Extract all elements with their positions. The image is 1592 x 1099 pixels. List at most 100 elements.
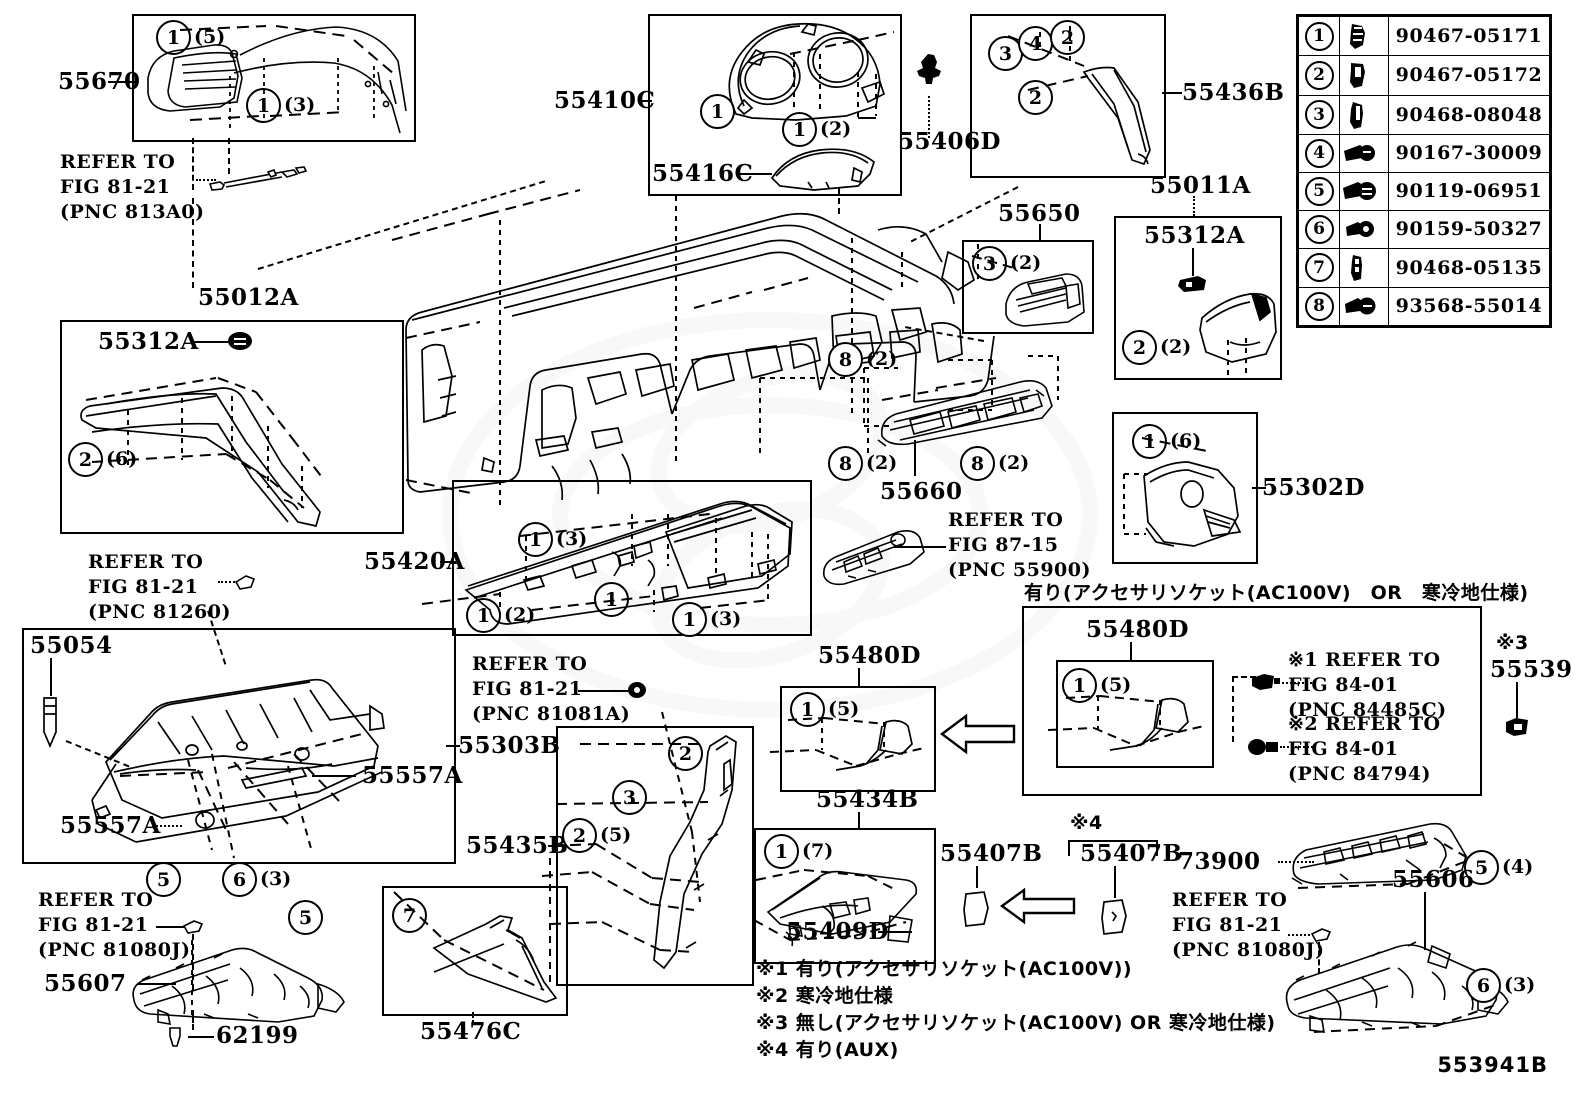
refer-line: REFER TO: [38, 889, 154, 911]
callout-qty: (3): [556, 528, 588, 550]
bracket-55480D-left-drawing: [769, 716, 928, 782]
part-label-55012A: 55012A: [198, 284, 299, 311]
leader-dash: [192, 138, 194, 190]
callout-1: 1: [518, 522, 553, 557]
refer-line: FIG 87-15: [948, 534, 1059, 556]
refer-line: REFER TO: [1172, 889, 1288, 911]
callout-qty: (3): [284, 94, 316, 116]
callout-1: 1: [672, 602, 707, 637]
refer-line: REFER TO: [88, 551, 204, 573]
legend-ref-6: 6: [1304, 214, 1334, 244]
cap-55407B-b-icon: [1098, 896, 1132, 935]
panel-box-55435B: [556, 726, 754, 986]
legend-ref-4: 4: [1304, 138, 1334, 168]
legend-part-no: 90167-30009: [1388, 133, 1550, 173]
callout-1: 1: [782, 112, 817, 147]
refer-line: (PNC 81260): [88, 601, 231, 623]
callout-5: 5: [1464, 850, 1499, 885]
panel-box-55011A: [1114, 216, 1282, 380]
table-row: 8 93568-55014: [1298, 286, 1550, 327]
callout-4: 4: [1018, 26, 1053, 61]
part-label-73900: 73900: [1178, 848, 1261, 875]
callout-qty: (4): [1502, 856, 1534, 878]
part-label-55436B: 55436B: [1182, 79, 1285, 106]
legend-part-no: 93568-55014: [1388, 286, 1550, 327]
leader-line: [894, 546, 946, 548]
leader-dot: [218, 581, 238, 583]
leader-dot: [1288, 934, 1314, 936]
callout-qty: (2): [866, 348, 898, 370]
jp-note-3: ※3 無し(アクセサリソケット(AC100V) OR 寒冷地仕様): [756, 1012, 1276, 1034]
legend-ref-1: 1: [1304, 21, 1334, 51]
leader-line: [858, 812, 860, 828]
callout-qty: (7): [802, 840, 834, 862]
refer-line: REFER TO: [60, 151, 176, 173]
leader-dot: [472, 1012, 476, 1022]
leader-dash: [1318, 942, 1320, 974]
panel-55434B-drawing: [753, 846, 938, 952]
callout-2: 2: [68, 442, 103, 477]
leader-line: [188, 1036, 214, 1038]
legend-ref-5: 5: [1304, 176, 1334, 206]
garnish-55012A-drawing: [72, 340, 392, 528]
part-label-55312A-left: 55312A: [98, 328, 199, 355]
refer-line: (PNC 55900): [948, 559, 1091, 581]
legend-ref-3: 3: [1304, 100, 1334, 130]
arrow-left-icon: [999, 884, 1078, 928]
register-55660-drawing: [863, 355, 1059, 452]
part-label-55650: 55650: [998, 200, 1081, 227]
leader-line: [1252, 487, 1266, 489]
bracket-55480D-right-drawing: [1047, 692, 1206, 762]
leader-dot: [1193, 196, 1197, 216]
callout-2: 2: [668, 736, 703, 771]
vent-55670-drawing: [138, 18, 410, 136]
instrument-panel-main-drawing: [391, 189, 1012, 510]
glovebox-55303B-drawing: [70, 650, 436, 859]
refer-note-8: ※2 REFER TO FIG 84-01 (PNC 84794): [1288, 712, 1441, 787]
leader-dot: [152, 825, 182, 827]
garnish-55436B-drawing: [1007, 26, 1162, 170]
cluster-55410C-drawing: [652, 18, 896, 150]
leader-line: [50, 658, 52, 696]
jp-note-4: ※4 有り(AUX): [756, 1039, 899, 1061]
part-label-55476C: 55476C: [420, 1018, 522, 1045]
cover-55302D-drawing: [1123, 437, 1250, 556]
callout-8: 8: [828, 342, 863, 377]
legend-part-no: 90159-50327: [1388, 209, 1550, 249]
leader-line: [1162, 92, 1182, 94]
refer-note-7: ※1 REFER TO FIG 84-01 (PNC 84485C): [1288, 648, 1447, 723]
leader-dot: [928, 96, 932, 138]
garnish-55435B-drawing: [541, 711, 746, 984]
socket-84485C-icon: [1248, 670, 1282, 692]
refer-line: (PNC 81080J): [1172, 939, 1325, 961]
legend-part-no: 90467-05172: [1388, 55, 1550, 96]
part-label-55407B-b: 55407B: [1080, 840, 1183, 867]
cap-55539-icon: [1502, 716, 1532, 738]
screw-icon: [1339, 133, 1389, 173]
jp-note-1: ※1 有り(アクセサリソケット(AC100V)): [756, 958, 1133, 980]
bracket: [1068, 840, 1158, 856]
legend-part-no: 90467-05171: [1388, 15, 1550, 57]
panel-box-accessory-socket: [1022, 606, 1482, 796]
refer-line: FIG 81-21: [472, 678, 583, 700]
leader-line: [446, 745, 460, 747]
legend-ref-7: 7: [1304, 253, 1334, 283]
callout-qty: (3): [260, 868, 292, 890]
part-label-55480D-right: 55480D: [1086, 616, 1189, 643]
clip-icon: [1339, 15, 1389, 57]
callout-qty: (3): [710, 608, 742, 630]
refer-line: FIG 81-21: [1172, 914, 1283, 936]
leader-line: [108, 81, 138, 83]
refer-note-1: REFER TO FIG 81-21 (PNC 813A0): [60, 150, 205, 225]
figure-number: 553941B: [1437, 1053, 1548, 1077]
leader-dash: [192, 198, 194, 288]
table-row: 2 90467-05172: [1298, 55, 1550, 96]
callout-2: 2: [1050, 20, 1085, 55]
part-label-55606: 55606: [1392, 866, 1475, 893]
leader-line: [736, 173, 772, 175]
airbag-73900-drawing: [1286, 818, 1479, 898]
refer-line: (PNC 84485C): [1288, 699, 1447, 721]
clip-55406D-icon: [912, 52, 950, 96]
screw-icon: [1339, 171, 1389, 211]
